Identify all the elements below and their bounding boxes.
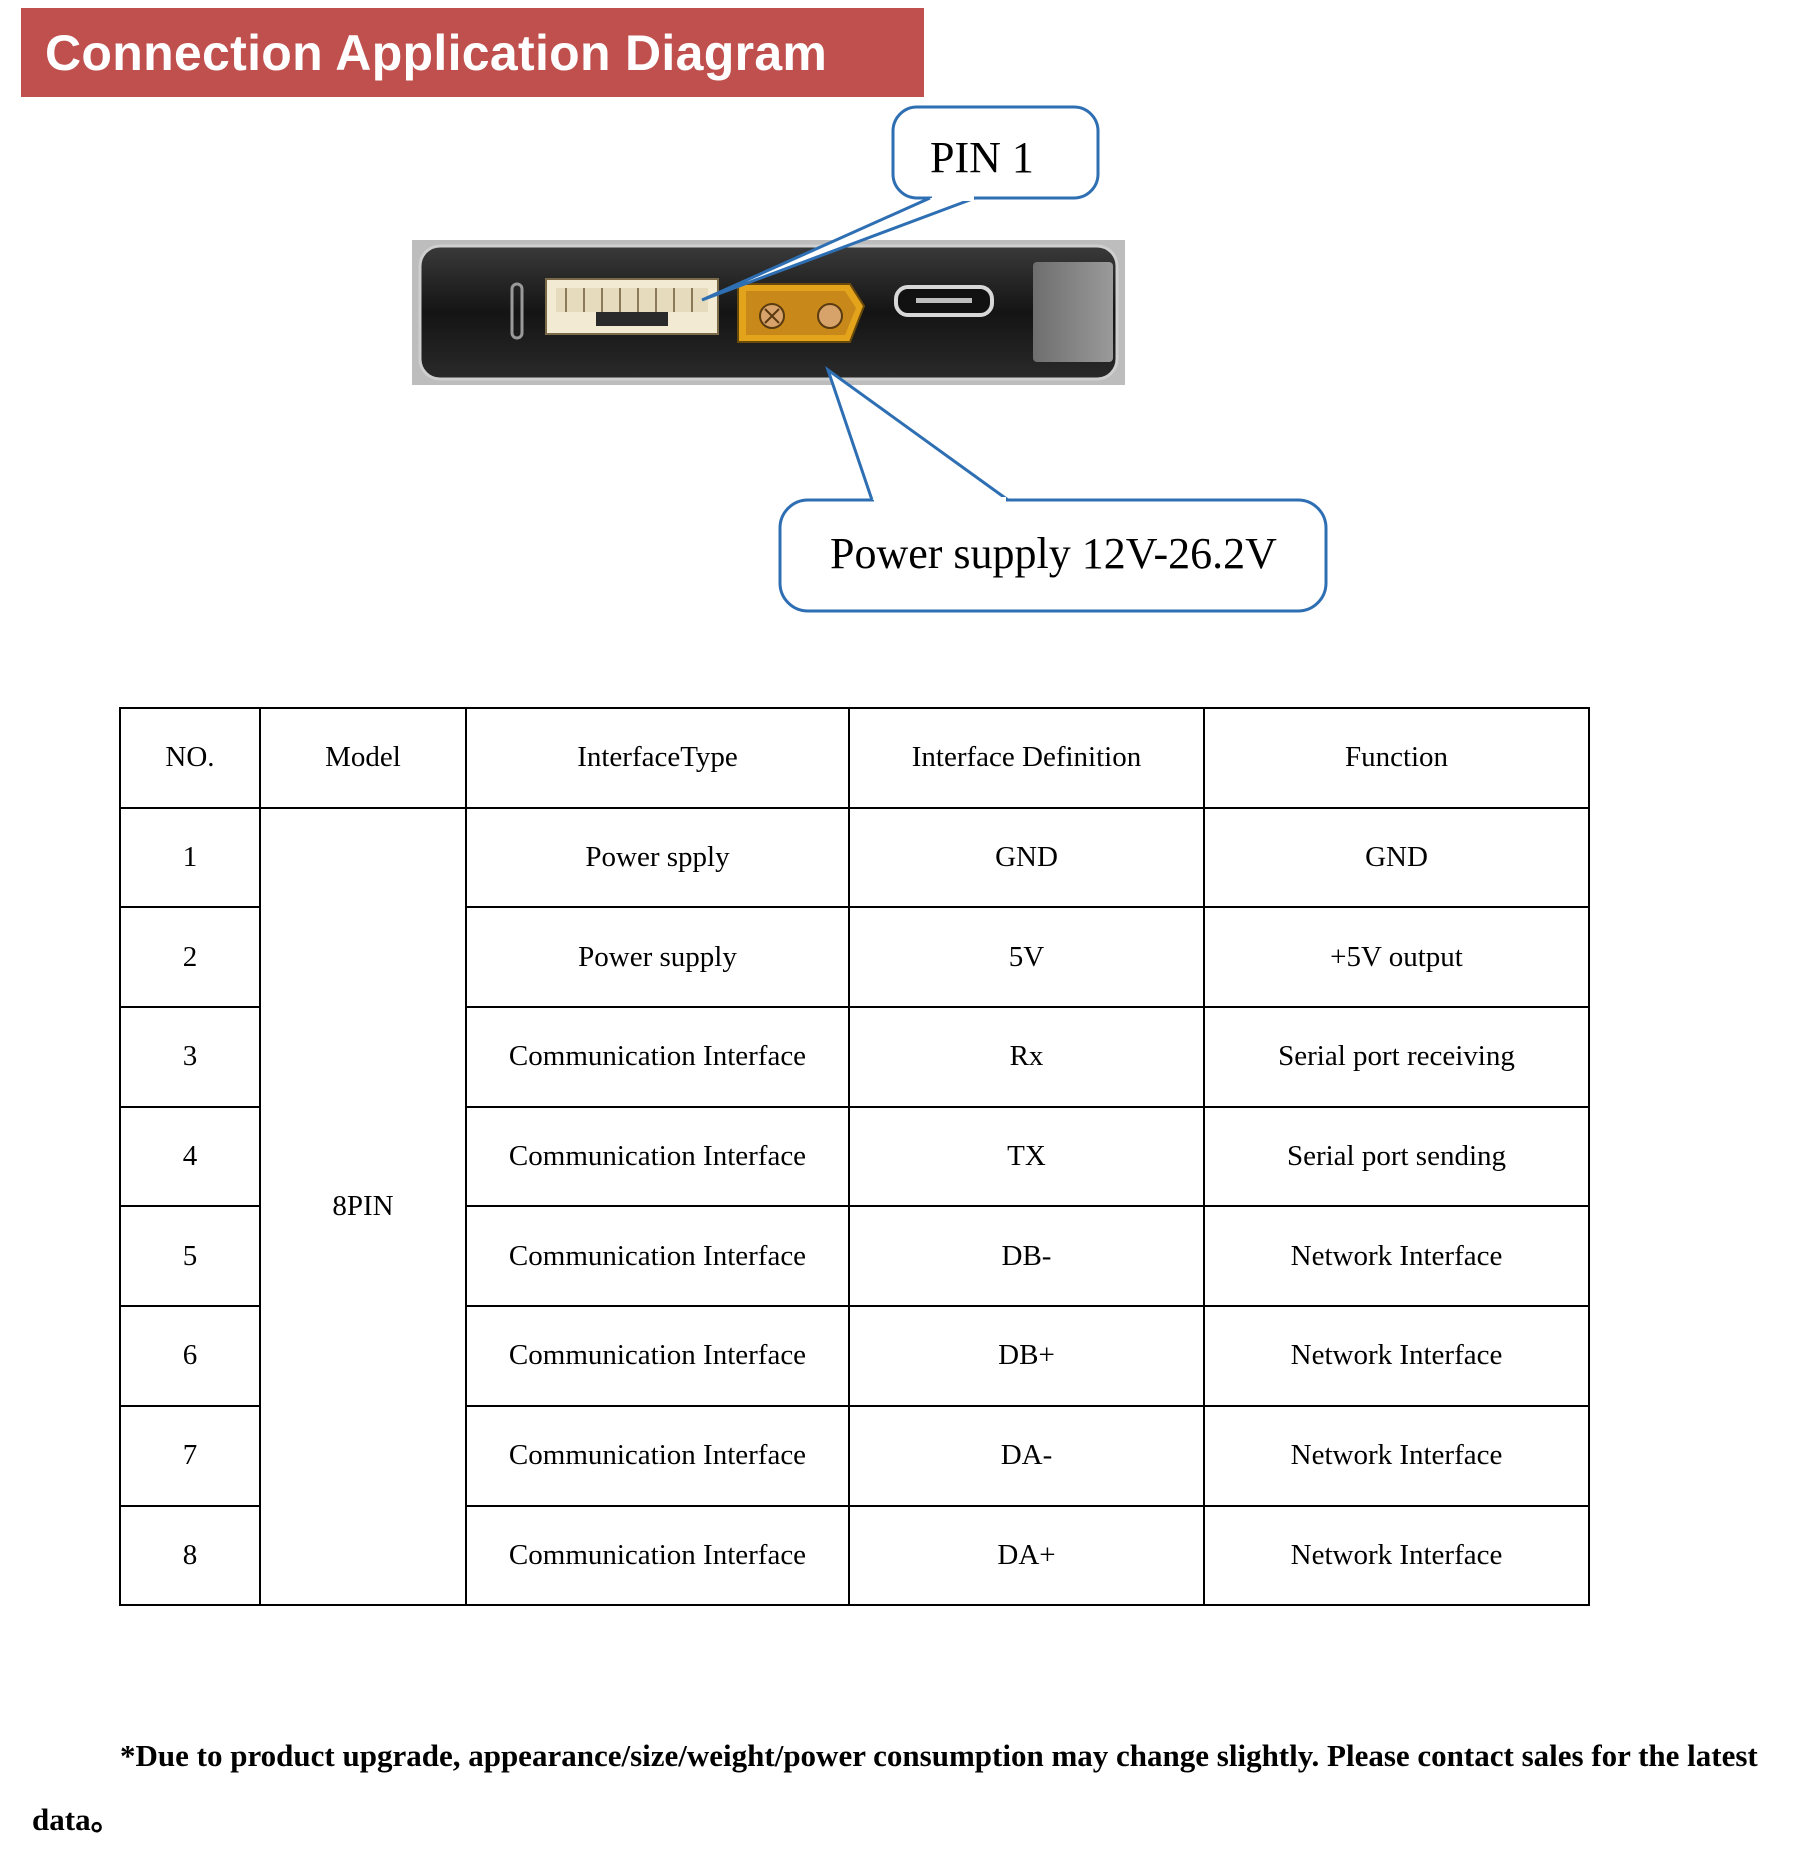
xt30-power-connector-icon: [737, 283, 866, 343]
cell-no: 2: [119, 906, 261, 1009]
connection-diagram: PIN 1 Power supply 12V-26.2V: [0, 0, 1809, 640]
page-title-bar: Connection Application Diagram: [21, 8, 924, 97]
cell-type: Power spply: [465, 806, 850, 909]
col-header-function: Function: [1203, 707, 1590, 809]
table-row: 5 Communication Interface DB- Network In…: [119, 1205, 1590, 1308]
cell-definition: TX: [848, 1105, 1205, 1208]
cell-definition: DA-: [848, 1404, 1205, 1507]
cell-no: 5: [119, 1205, 261, 1308]
cell-function: Serial port sending: [1203, 1105, 1590, 1208]
cell-function: +5V output: [1203, 906, 1590, 1009]
cell-type: Power supply: [465, 906, 850, 1009]
cell-function: Network Interface: [1203, 1404, 1590, 1507]
device-illustration: [412, 105, 1328, 613]
pin1-callout: [701, 105, 1100, 302]
device-slot: [510, 282, 524, 340]
cell-function: Network Interface: [1203, 1504, 1590, 1607]
power-callout: [778, 366, 1328, 613]
micro-usb-port-icon: [894, 285, 994, 317]
page-title: Connection Application Diagram: [45, 24, 828, 81]
pin-definition-table: NO. Model InterfaceType Interface Defini…: [119, 707, 1590, 1607]
disclaimer-footnote: *Due to product upgrade, appearance/size…: [32, 1738, 1758, 1837]
cell-no: 4: [119, 1105, 261, 1208]
pin1-label: PIN 1: [930, 133, 1034, 182]
cell-no: 1: [119, 806, 261, 909]
table-row: 1 8PIN Power spply GND GND: [119, 806, 1590, 1607]
cell-function: GND: [1203, 806, 1590, 909]
table-row: 6 Communication Interface DB+ Network In…: [119, 1305, 1590, 1407]
cell-definition: DA+: [848, 1504, 1205, 1607]
cell-no: 8: [119, 1504, 261, 1607]
col-header-interface-definition: Interface Definition: [848, 707, 1205, 809]
cell-no: 6: [119, 1305, 261, 1407]
cell-definition: GND: [848, 806, 1205, 909]
cell-definition: 5V: [848, 906, 1205, 1009]
cell-function: Network Interface: [1203, 1205, 1590, 1308]
cell-function: Serial port receiving: [1203, 1006, 1590, 1108]
col-header-no: NO.: [119, 707, 261, 809]
cell-type: Communication Interface: [465, 1205, 850, 1308]
cell-type: Communication Interface: [465, 1105, 850, 1208]
cell-type: Communication Interface: [465, 1404, 850, 1507]
table-row: 7 Communication Interface DA- Network In…: [119, 1404, 1590, 1507]
power-supply-label: Power supply 12V-26.2V: [830, 529, 1277, 578]
table-row: 2 Power supply 5V +5V output: [119, 906, 1590, 1009]
table-row: 8 Communication Interface DA+ Network In…: [119, 1504, 1590, 1607]
cell-function: Network Interface: [1203, 1305, 1590, 1407]
cell-model: 8PIN: [259, 806, 467, 1607]
cell-type: Communication Interface: [465, 1504, 850, 1607]
cell-definition: DB+: [848, 1305, 1205, 1407]
table-row: 3 Communication Interface Rx Serial port…: [119, 1006, 1590, 1108]
col-header-interface-type: InterfaceType: [465, 707, 850, 809]
cell-no: 3: [119, 1006, 261, 1108]
cell-type: Communication Interface: [465, 1006, 850, 1108]
device-end-cap: [1033, 262, 1113, 362]
col-header-model: Model: [259, 707, 467, 809]
cell-type: Communication Interface: [465, 1305, 850, 1407]
cell-definition: Rx: [848, 1006, 1205, 1108]
table-header-row: NO. Model InterfaceType Interface Defini…: [119, 707, 1590, 809]
cell-no: 7: [119, 1404, 261, 1507]
table-row: 4 Communication Interface TX Serial port…: [119, 1105, 1590, 1208]
cell-definition: DB-: [848, 1205, 1205, 1308]
jst-8pin-connector-icon: [545, 278, 719, 335]
